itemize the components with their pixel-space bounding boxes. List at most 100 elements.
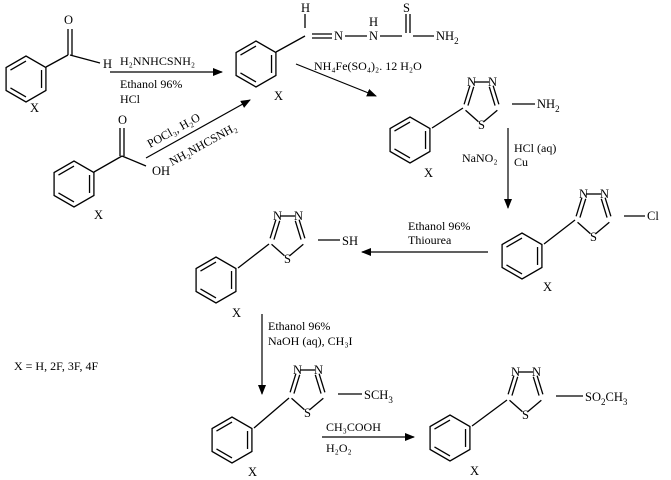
ring-bond [289,373,297,393]
double-bond [10,87,27,98]
ring-bond [575,197,583,217]
double-bond [488,86,496,106]
substituent-x: X [543,280,552,294]
condition-label: Ethanol 96% [120,77,182,91]
benzene-ring [53,160,95,208]
ring-bond [577,221,591,235]
double-bond [240,45,257,56]
bond [93,155,123,173]
reaction-6: Ethanol 96% NaOH (aq), CH₃I [258,314,353,395]
ring-bond [291,397,305,411]
substituent-x: X [424,166,433,180]
reaction-1: H₂NNHCSNH₂ Ethanol 96% HCl [110,54,223,106]
bond [275,35,306,53]
ring-outline [235,40,277,88]
group-methylsulfonyl: SO2CH3 [585,390,628,407]
reagent-label: CH₃COOH [326,420,381,434]
molecule-thiosemicarbazone: H N N H S NH2 X [235,1,459,103]
group-methylthio: SCH3 [364,388,393,405]
ring-bond [289,243,304,257]
double-bond [294,220,302,240]
double-bond [467,86,475,106]
reagent-label: Ethanol 96% [408,219,470,233]
double-bond [314,374,322,394]
reaction-3: NH₄Fe(SO₄)₂. 12 H₂O [295,59,422,97]
double-bond [600,198,608,218]
ring-bond [318,373,326,393]
benzene-ring [195,256,237,304]
reagent-label: Thiourea [408,233,452,247]
double-bond [273,220,281,240]
reaction-5: Ethanol 96% Thiourea [361,219,488,256]
ring-outline [211,416,253,464]
ring-bond [509,399,523,413]
reagent-label: H₂O₂ [326,441,352,455]
double-bond [506,237,523,248]
group-hydroxyl: OH [152,164,170,178]
bond [119,128,125,156]
reagent-label: NH₄Fe(SO₄)₂. 12 H₂O [314,59,422,73]
ring-outline [5,55,47,103]
ring-bond [463,85,471,105]
atom-nitrogen: N [334,29,343,43]
benzene-ring [211,416,253,464]
benzene-ring [501,232,543,280]
double-bond [506,264,523,275]
atom-nitrogen: N [579,187,588,201]
reagent-label: NaNO₂ [462,151,498,165]
ring-bond [269,219,277,239]
atom-sulfur: S [522,408,529,422]
condition-label: HCl [120,92,141,106]
atom-sulfur: S [590,230,597,244]
bond [121,155,147,167]
reaction-arrow [145,99,251,159]
substituent-x: X [94,208,103,222]
ring-bond [309,397,324,411]
group-amine: NH2 [537,97,560,114]
atom-sulfur: S [284,252,291,266]
substituent-x: X [274,89,283,103]
double-bond [293,374,301,394]
reaction-4: NaNO₂ HCl (aq) Cu [462,128,556,209]
double-bond [216,448,233,459]
double-bond [200,261,217,272]
atom-nitrogen: N [467,75,476,89]
benzene-ring [389,116,431,164]
ring-bond [483,109,498,123]
bond [405,14,411,33]
bond [45,54,69,68]
atom-nitrogen: N [488,75,497,89]
atom-oxygen: O [118,113,127,127]
atom-sulfur: S [403,1,410,15]
ring-outline [53,160,95,208]
substituent-x: X [232,306,241,320]
group-amine: NH2 [436,29,459,46]
bond [543,219,576,245]
reagent-label: Ethanol 96% [268,319,330,333]
reaction-7: CH₃COOH H₂O₂ [322,420,415,455]
bond [253,397,290,429]
double-bond [394,121,411,132]
atom-nitrogen: N [314,363,323,377]
ring-bond [536,375,544,395]
double-bond [532,376,540,396]
ring-outline [389,116,431,164]
ring-outline [195,256,237,304]
atom-sulfur: S [478,118,485,132]
double-bond [394,148,411,159]
bond [431,107,464,129]
group-thiol: SH [342,234,358,248]
benzene-ring [235,40,277,88]
double-bond [58,165,75,176]
atom-hydrogen: H [301,1,310,15]
bond [471,399,508,427]
atom-nitrogen: N [532,365,541,379]
atom-sulfur: S [304,406,311,420]
atom-nitrogen: N [273,209,282,223]
